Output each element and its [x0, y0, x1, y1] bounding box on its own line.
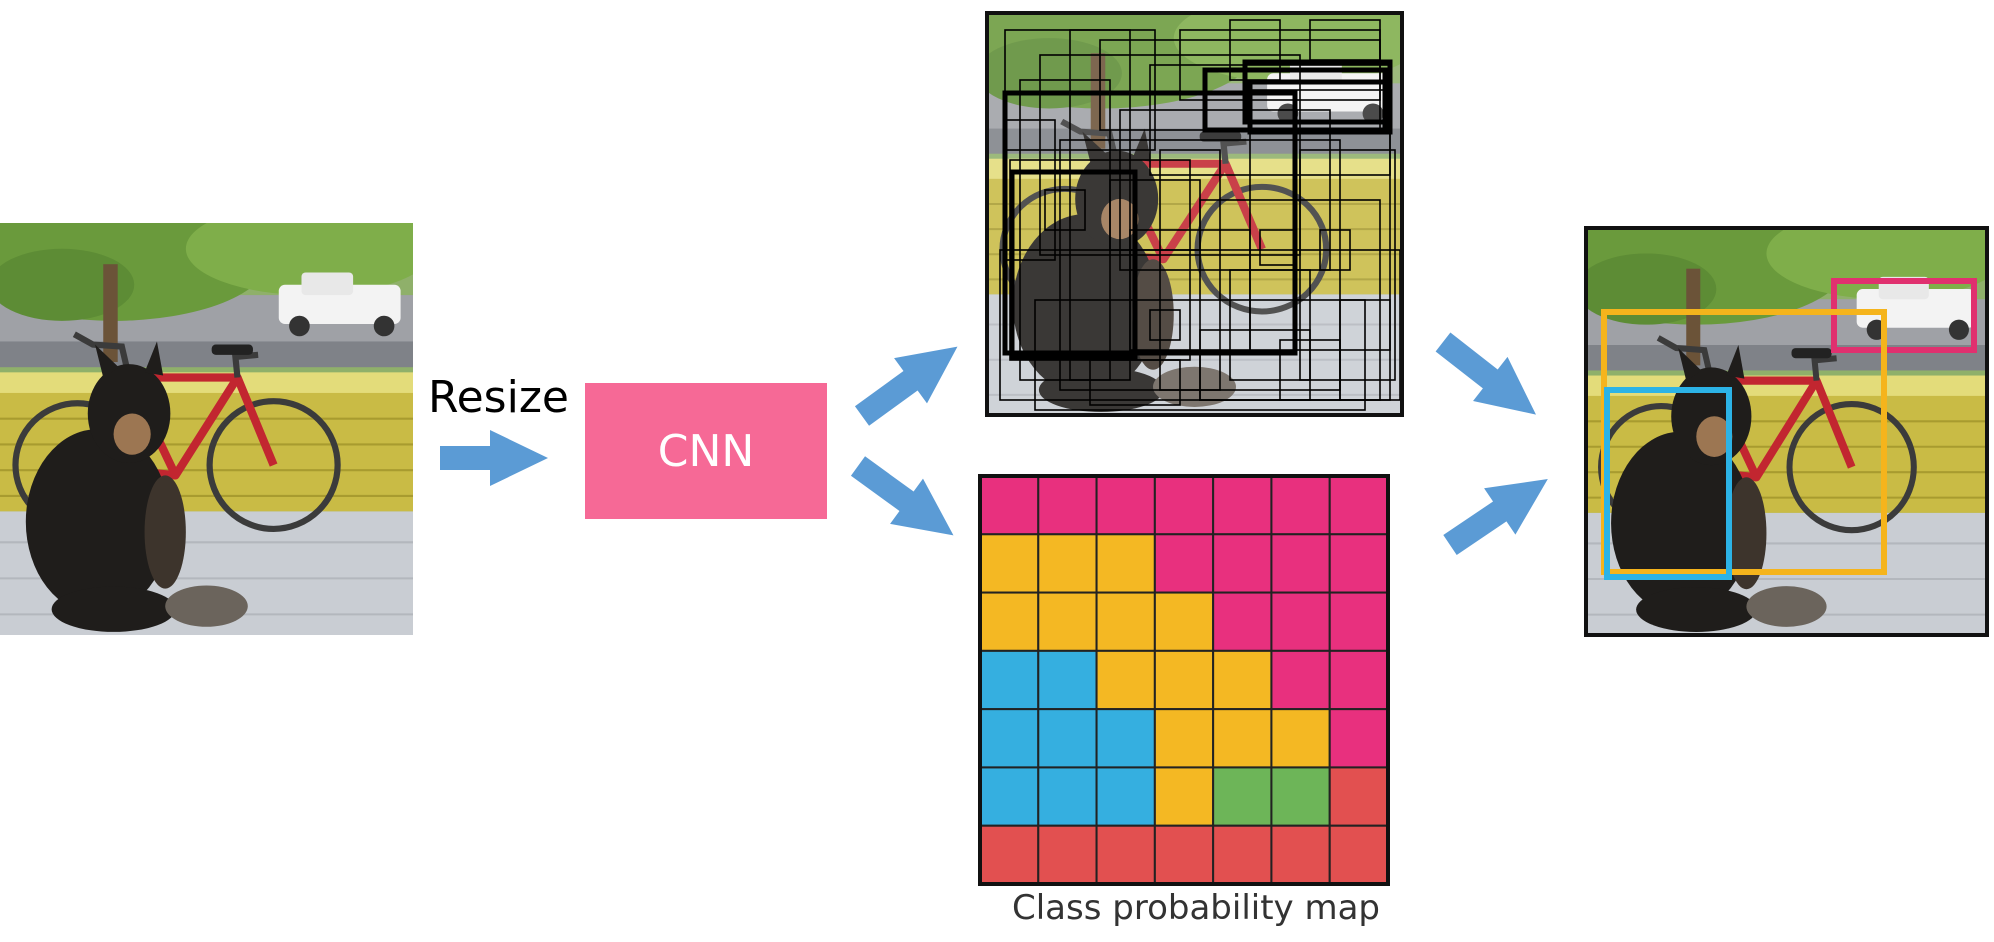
bounding-boxes-panel	[985, 11, 1404, 417]
arrow-cnn-to-classmap-icon	[850, 456, 954, 536]
class-map-cell	[1095, 824, 1156, 886]
class-map-cell	[1328, 591, 1389, 652]
class-probability-map-label: Class probability map	[1012, 888, 1381, 928]
cnn-label: CNN	[657, 425, 755, 477]
class-map-cell	[1153, 649, 1215, 711]
detections-panel	[1584, 226, 1989, 637]
arrow-cnn-to-boxes-icon	[854, 346, 958, 426]
class-map-cell	[979, 824, 1040, 886]
detection-box-dog	[1604, 387, 1732, 580]
class-map-cell	[979, 591, 1040, 652]
detection-box-car	[1831, 278, 1977, 353]
class-map-cell	[1270, 591, 1331, 652]
class-map-cell	[1095, 649, 1156, 711]
class-map-cell	[1212, 649, 1273, 711]
class-map-cell	[1212, 824, 1273, 886]
class-map-cell	[1153, 533, 1215, 594]
class-map-cell	[1153, 475, 1215, 536]
class-map-cell	[1095, 708, 1156, 769]
class-map-cell	[1095, 475, 1156, 536]
class-probability-map	[978, 474, 1390, 886]
class-map-cell	[1037, 475, 1098, 536]
class-map-cell	[1095, 766, 1156, 827]
class-map-cell	[979, 475, 1040, 536]
cnn-box	[585, 383, 827, 519]
class-map-cell	[1328, 824, 1389, 886]
class-map-cell	[1328, 475, 1389, 536]
class-map-cell	[1212, 591, 1273, 652]
class-map-cell	[1212, 708, 1273, 769]
arrow-classmap-to-result-icon	[1443, 479, 1548, 555]
class-map-cell	[979, 649, 1040, 711]
class-map-cell	[1212, 475, 1273, 536]
class-map-cell	[1037, 533, 1098, 594]
dog-bicycle-photo-icon	[0, 197, 434, 635]
class-map-cell	[1037, 708, 1098, 769]
arrow-input-to-cnn-icon	[440, 430, 548, 486]
class-map-cell	[1270, 475, 1331, 536]
class-map-cell	[979, 533, 1040, 594]
class-map-cell	[979, 766, 1040, 827]
class-map-cell	[1328, 649, 1389, 711]
class-map-cell	[1153, 766, 1215, 827]
class-map-cell	[979, 708, 1040, 769]
class-map-cell	[1270, 824, 1331, 886]
class-map-cell	[1037, 591, 1098, 652]
class-map-cell	[1037, 649, 1098, 711]
candidate-boxes	[999, 19, 1401, 411]
resize-label: Resize	[428, 372, 569, 423]
flow-arrows	[440, 332, 1548, 555]
class-map-cell	[1328, 766, 1389, 827]
class-map-cell	[1153, 708, 1215, 769]
class-map-cell	[1270, 708, 1331, 769]
confident-boxes	[1002, 59, 1393, 360]
class-map-cell	[1212, 766, 1273, 827]
class-map-cell	[1270, 649, 1331, 711]
class-map-cell	[1270, 533, 1331, 594]
class-map-cell	[1270, 766, 1331, 827]
class-map-cell	[1095, 591, 1156, 652]
input-photo	[0, 197, 434, 635]
arrow-boxes-to-result-icon	[1435, 332, 1536, 415]
class-map-cell	[1328, 533, 1389, 594]
class-map-cell	[1212, 533, 1273, 594]
class-map-cell	[1037, 824, 1098, 886]
class-map-cell	[1153, 824, 1215, 886]
class-map-cell	[1037, 766, 1098, 827]
class-map-cell	[1328, 708, 1389, 769]
class-map-cell	[1153, 591, 1215, 652]
class-map-cell	[1095, 533, 1156, 594]
